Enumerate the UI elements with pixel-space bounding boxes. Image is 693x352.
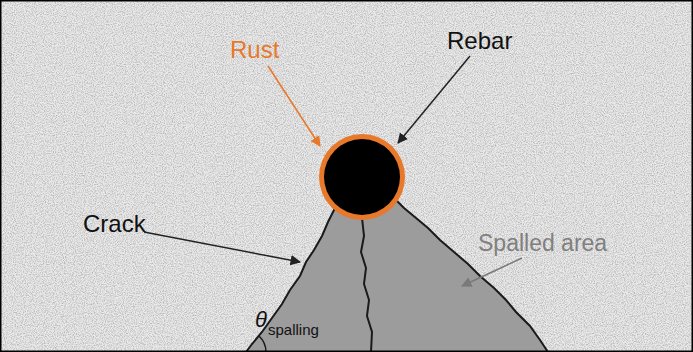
rebar-section [324, 139, 400, 215]
crack-label: Crack [83, 212, 146, 236]
theta-subscript: spalling [268, 322, 319, 337]
spalled-label: Spalled area [478, 232, 607, 255]
theta-symbol: θ [255, 309, 267, 331]
right-crack [396, 200, 548, 352]
crack-leader [144, 232, 300, 262]
angle-arc [259, 336, 266, 352]
spalled-area [246, 200, 548, 352]
rebar-leader [398, 56, 470, 143]
rust-leader [268, 66, 320, 146]
left-crack [246, 206, 336, 352]
rust-layer [319, 134, 405, 220]
middle-crack [361, 218, 372, 352]
spalled-leader [462, 258, 522, 286]
rust-label: Rust [230, 38, 279, 62]
rebar-label: Rebar [447, 29, 512, 53]
